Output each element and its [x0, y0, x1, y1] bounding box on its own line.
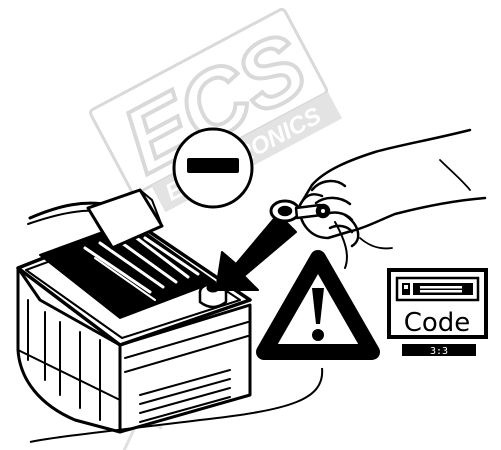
minus-sign-icon [174, 129, 252, 207]
radio-code-label: Code [404, 308, 471, 338]
radio-display-value: 3:3 [430, 346, 448, 357]
radio-code-icon: Code 3:3 [389, 270, 486, 357]
direction-arrow-icon [216, 214, 296, 290]
battery [18, 190, 250, 432]
hand-with-clamp [271, 130, 485, 268]
